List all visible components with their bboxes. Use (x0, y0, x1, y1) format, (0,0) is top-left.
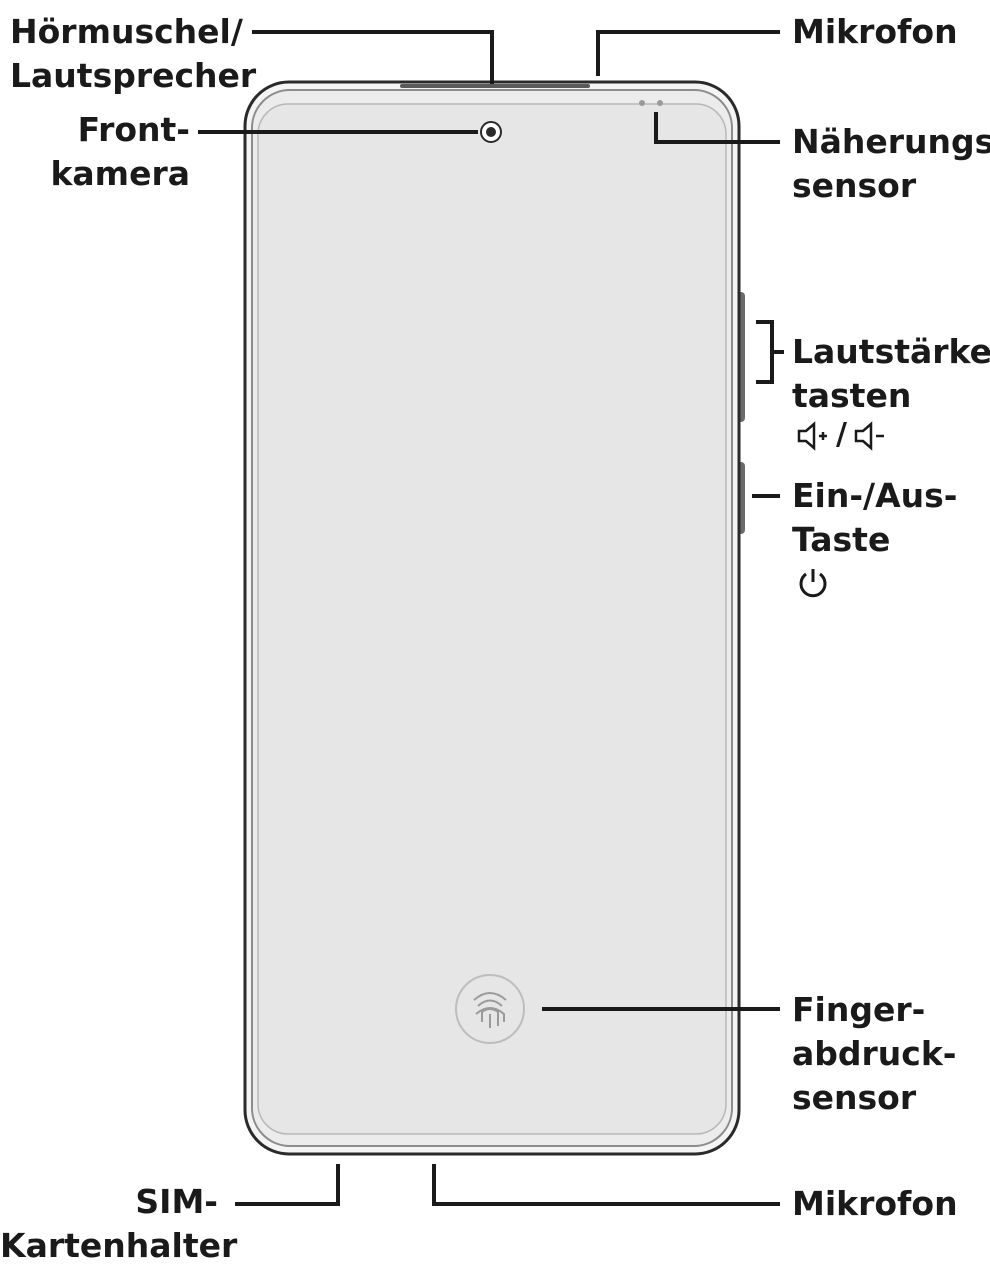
label-power: Ein-/Aus- Taste (792, 476, 958, 559)
leader-mic-top (596, 30, 780, 76)
label-proximity: Näherungs- sensor (792, 122, 990, 205)
volume-up-icon (797, 420, 827, 451)
label-volume: Lautstärke- tasten (792, 332, 990, 415)
volume-separator: / (836, 417, 847, 452)
leader-earpiece (252, 30, 494, 84)
leader-mic-bottom (432, 1164, 780, 1206)
label-mic-top: Mikrofon (792, 12, 958, 51)
label-mic-bottom: Mikrofon (792, 1184, 958, 1223)
earpiece-slot (400, 84, 590, 88)
label-earpiece: Hörmuschel/ Lautsprecher (10, 12, 257, 95)
label-front-camera: Front- kamera (50, 110, 190, 193)
leader-proximity (654, 112, 780, 144)
fingerprint-icon (455, 974, 525, 1044)
label-fingerprint: Finger- abdruck- sensor (792, 990, 957, 1117)
phone-screen (257, 103, 727, 1135)
proximity-sensor-dots (639, 100, 663, 106)
camera-icon (480, 121, 502, 143)
volume-icons: / (796, 418, 887, 452)
leader-sim (235, 1164, 340, 1206)
leader-volume-bracket (756, 320, 784, 384)
volume-down-icon (854, 420, 884, 451)
label-sim: SIM- Kartenhalter (0, 1182, 238, 1265)
power-icon-row (796, 566, 830, 608)
power-icon (799, 569, 827, 598)
